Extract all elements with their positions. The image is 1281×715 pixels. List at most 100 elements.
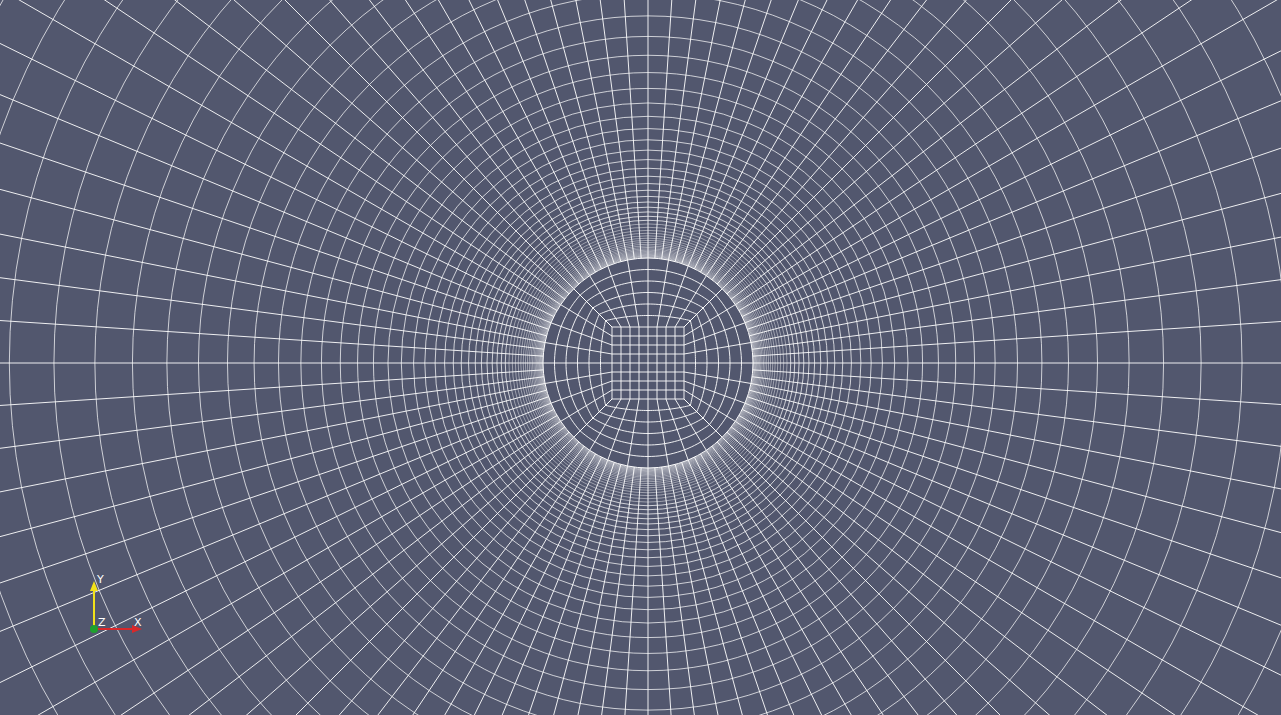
mesh-cell-line [587,281,710,302]
mesh-cell-line [709,302,730,425]
mesh-radial-line [751,383,1281,558]
mesh-cell-line [606,405,691,410]
mesh-cell-line [675,327,676,399]
mesh-radial-line [701,0,1149,272]
mesh-radial-line [655,0,714,258]
mesh-radial-line [0,397,549,685]
mesh-radial-line [735,421,1281,715]
mesh-radial-line [688,460,1031,715]
mesh-radial-line [668,466,843,715]
mesh-radial-line [0,168,545,343]
mesh-radial-line [727,0,1281,294]
y-axis [93,589,95,629]
mesh-radial-line [751,168,1281,343]
mesh-ring [542,257,753,468]
mesh-radial-line [0,416,557,715]
mesh-cell-line [578,308,593,418]
mesh-radial-line [206,0,602,269]
mesh-radial-line [742,0,1281,317]
mesh-radial-line [0,0,574,289]
axes-triad [90,581,142,633]
axis-label: Y [97,574,104,586]
mesh-radial-line [206,457,602,715]
mesh-radial-line [0,403,551,715]
mesh-cell-line [599,304,696,314]
mesh-radial-line [0,370,543,429]
mesh-radial-line [0,0,561,305]
mesh-radial-line [389,464,621,715]
mesh-radial-line [675,464,907,715]
mesh-radial-line [722,0,1281,289]
mesh-cell-line [612,372,684,373]
mesh-cell-line [666,327,667,399]
mesh-radial-line [0,0,565,299]
mesh-radial-line [148,0,596,272]
mesh-radial-line [682,462,970,715]
mesh-radial-line [583,468,642,715]
mesh-radial-line [389,0,621,262]
mesh-radial-line [701,454,1149,715]
inner-mesh [543,258,753,468]
mesh-radial-line [694,0,1090,269]
mesh-radial-line [0,363,543,364]
mesh-radial-line [753,363,1281,364]
mesh-radial-line [712,0,1257,280]
mesh-cell-line [606,316,691,321]
z-axis [90,625,98,633]
mesh-radial-line [517,0,634,259]
mesh-radial-line [747,42,1281,330]
mesh-cell-line [593,418,703,433]
mesh-radial-line [745,0,1281,323]
mesh-radial-line [745,403,1281,715]
mesh-radial-line [706,450,1203,715]
mesh-radial-line [731,427,1281,715]
mesh-cell-line [555,295,581,431]
mesh-ring [542,257,755,470]
mesh-radial-line [0,427,565,715]
mesh-radial-line [0,0,554,317]
mesh-radial-line [0,298,543,357]
mesh-cell-line [566,302,587,425]
mesh-radial-line [0,377,544,494]
mesh-radial-line [655,468,714,715]
mesh-radial-line [662,0,779,259]
mesh-radial-line [739,416,1281,715]
mesh-radial-line [0,383,545,558]
mesh-radial-line [39,0,584,280]
mesh-radial-line [265,460,608,715]
mesh-cell-line [599,412,696,422]
mesh-radial-line [648,468,649,715]
cylinder-boundary [543,258,753,468]
mesh-radial-line [327,0,615,264]
mesh-radial-line [662,467,779,715]
mesh-radial-line [675,0,907,262]
mesh-radial-line [265,0,608,266]
mesh-cell-line [580,431,716,457]
axis-label: Z [98,617,106,629]
mesh-radial-line [753,298,1281,357]
mesh-radial-line [583,0,642,258]
mesh-cell-line [690,321,695,406]
mesh-cell-line [587,424,710,445]
mesh-radial-line [148,454,596,715]
mesh-radial-line [668,0,843,260]
mesh-radial-line [0,390,547,622]
mesh-cell-line [589,314,599,411]
mesh-radial-line [0,0,579,284]
mesh-radial-line [0,437,574,715]
mesh-radial-line [752,232,1281,349]
y-axis-head [90,581,98,591]
mesh-cell-line [612,390,684,391]
mesh-radial-line [739,0,1281,311]
mesh-radial-line [0,409,554,715]
mesh-cell-line [593,293,703,308]
mesh-cell-line [716,295,742,431]
mesh-cell-line [601,321,606,406]
mesh-radial-line [722,437,1281,715]
mesh-cell-line [697,314,707,411]
